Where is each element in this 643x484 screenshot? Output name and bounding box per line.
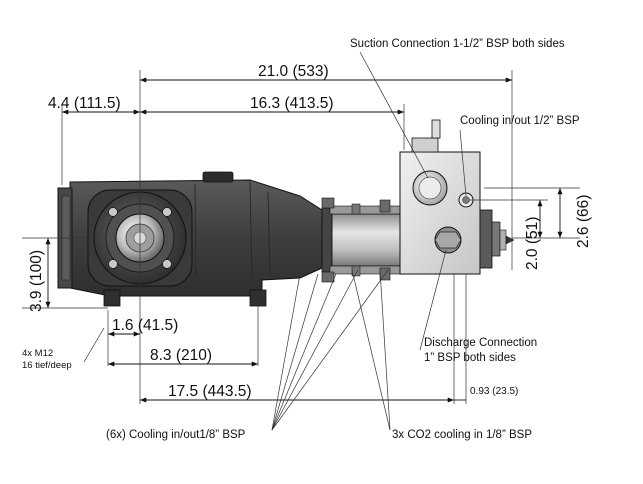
label-suction: Suction Connection 1-1/2” BSP both sides xyxy=(350,38,565,50)
dimension-lines xyxy=(22,70,580,404)
plunger-cylinder xyxy=(331,213,401,267)
label-discharge-2: 1” BSP both sides xyxy=(424,352,516,364)
label-discharge-1: Discharge Connection xyxy=(424,337,537,349)
dim-17-5: 17.5 (443.5) xyxy=(168,383,252,400)
oil-filler-cap xyxy=(202,171,234,183)
dim-left-offset: 4.4 (111.5) xyxy=(48,95,121,112)
dim-8-3: 8.3 (210) xyxy=(150,347,212,364)
label-co2-cooling: 3x CO2 cooling in 1/8” BSP xyxy=(392,429,532,441)
foot-right xyxy=(249,289,267,307)
dim-2-6: 2.6 (66) xyxy=(575,195,592,248)
callout-labels: Suction Connection 1-1/2” BSP both sides… xyxy=(22,38,580,441)
dim-0-93: 0.93 (23.5) xyxy=(470,386,518,397)
label-cooling-eighth: (6x) Cooling in/out1/8” BSP xyxy=(106,429,246,441)
pump-illustration xyxy=(57,119,515,307)
label-mount-2: 16 tief/deep xyxy=(22,360,72,371)
dim-2-0: 2.0 (51) xyxy=(524,217,541,270)
pump-head xyxy=(399,151,481,275)
label-mount-1: 4x M12 xyxy=(22,348,53,359)
dim-overall-length: 21.0 (533) xyxy=(258,63,329,80)
leader-lines xyxy=(83,51,467,431)
label-cooling-half: Cooling in/out 1/2” BSP xyxy=(460,115,580,127)
dimension-labels: 21.0 (533) 16.3 (413.5) 4.4 (111.5) 1.6 … xyxy=(28,63,592,400)
dim-motor-length: 16.3 (413.5) xyxy=(250,95,334,112)
dim-height-left: 3.9 (100) xyxy=(28,250,45,312)
foot-left xyxy=(103,289,121,307)
dim-1-6: 1.6 (41.5) xyxy=(112,317,178,334)
